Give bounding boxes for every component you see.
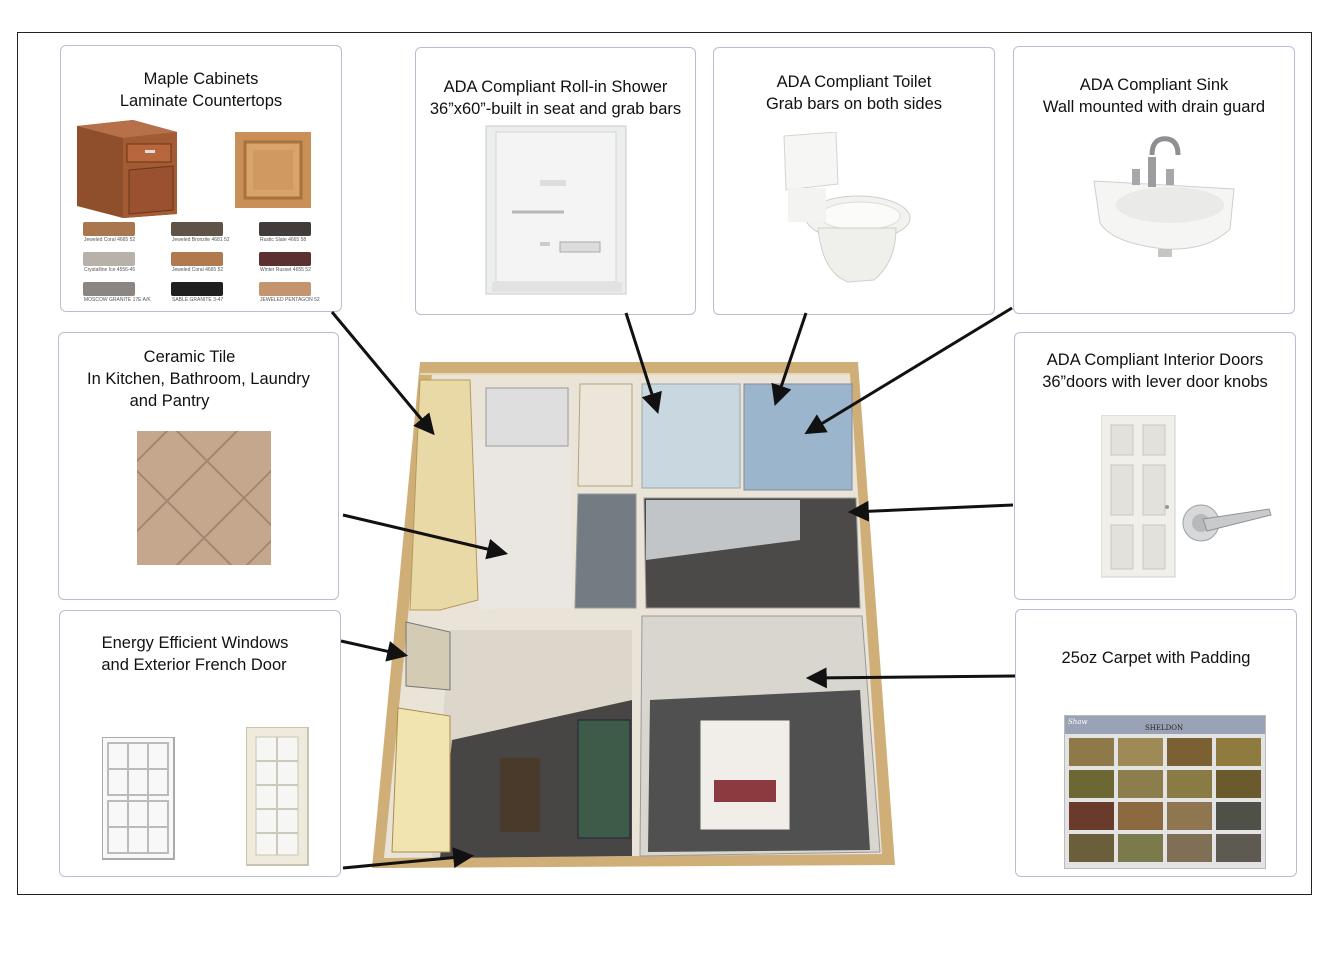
countertop-swatch-label: Jeweled Coral 4665 52 xyxy=(84,237,136,243)
carpet-sample xyxy=(1216,738,1261,766)
double-hung-window-image xyxy=(102,737,175,860)
toilet-title-line2: Grab bars on both sides xyxy=(765,95,943,113)
countertop-swatch xyxy=(83,252,135,266)
carpet-brand-logo: Shaw xyxy=(1068,718,1088,726)
countertop-swatch xyxy=(259,282,311,296)
cabinets-panel: Maple Cabinets Laminate Countertops Jewe… xyxy=(60,45,342,312)
carpet-sample xyxy=(1118,738,1163,766)
interior-door-image xyxy=(1101,415,1176,578)
countertop-swatch xyxy=(83,222,135,236)
kitchen-counter xyxy=(409,379,479,611)
doors-panel: ADA Compliant Interior Doors 36”doors wi… xyxy=(1014,332,1296,600)
toilet-image xyxy=(783,132,911,283)
countertop-swatch-label: Crystalline Ice 4556-45 xyxy=(84,267,136,273)
carpet-sample xyxy=(1118,834,1163,862)
carpet-sample xyxy=(1069,834,1114,862)
windows-title-line2: and Exterior French Door xyxy=(101,656,287,674)
countertop-swatch xyxy=(171,282,223,296)
laundry xyxy=(574,493,637,609)
kitchen-floor xyxy=(455,440,572,610)
carpet-board-header: Shaw SHELDON xyxy=(1065,716,1265,734)
countertop-swatch-label: JEWELED PENTAGON 52 xyxy=(260,297,320,303)
cabinets-title: Maple Cabinets Laminate Countertops xyxy=(61,68,341,112)
carpet-sample xyxy=(1069,802,1114,830)
diagram-frame xyxy=(17,32,1312,895)
tile-title-line1: Ceramic Tile xyxy=(143,348,236,366)
carpet-sample xyxy=(1118,802,1163,830)
countertop-swatch-label: Jeweled Coral 4665 52 xyxy=(172,267,224,273)
pantry xyxy=(577,383,633,487)
cabinet-door-image xyxy=(235,132,311,208)
countertop-swatch xyxy=(171,222,223,236)
shower-panel: ADA Compliant Roll-in Shower 36”x60”-bui… xyxy=(415,47,696,315)
toilet-panel: ADA Compliant Toilet Grab bars on both s… xyxy=(713,47,995,315)
windows-panel: Energy Efficient Windows and Exterior Fr… xyxy=(59,610,341,877)
carpet-title-line1: 25oz Carpet with Padding xyxy=(1061,649,1251,667)
floor-plan-render xyxy=(372,362,895,868)
carpet-sample xyxy=(1167,802,1212,830)
refrigerator xyxy=(485,387,569,447)
sink-title: ADA Compliant Sink Wall mounted with dra… xyxy=(1014,74,1294,118)
doors-title-line2: 36”doors with lever door knobs xyxy=(1042,373,1268,391)
doors-title-line1: ADA Compliant Interior Doors xyxy=(1046,351,1264,369)
sofa xyxy=(577,719,631,839)
toilet-title-line1: ADA Compliant Toilet xyxy=(776,73,932,91)
tile-sample-image xyxy=(137,431,271,565)
lever-handle-image xyxy=(1182,504,1272,542)
countertop-swatch xyxy=(83,282,135,296)
cabinet-image xyxy=(77,120,177,218)
doors-title: ADA Compliant Interior Doors 36”doors wi… xyxy=(1015,349,1295,393)
countertop-swatch xyxy=(171,252,223,266)
carpet-sample xyxy=(1069,770,1114,798)
sink-title-line2: Wall mounted with drain guard xyxy=(1042,98,1266,116)
closet-wall xyxy=(646,500,800,560)
countertop-swatch-label: SABLE GRANITE 3-47 xyxy=(172,297,224,303)
countertop-swatch-label: Jeweled Bronzite 4681 52 xyxy=(172,237,230,243)
sink-panel: ADA Compliant Sink Wall mounted with dra… xyxy=(1013,46,1295,314)
countertop-swatch xyxy=(259,252,311,266)
cabinets-title-line2: Laminate Countertops xyxy=(119,92,283,110)
tile-title: Ceramic Tile In Kitchen, Bathroom, Laund… xyxy=(59,346,338,412)
dresser xyxy=(391,707,451,853)
shower-room xyxy=(641,383,741,489)
carpet-sample xyxy=(1216,834,1261,862)
bed xyxy=(699,719,791,831)
carpet-sample-board: Shaw SHELDON xyxy=(1064,715,1266,869)
sink-title-line1: ADA Compliant Sink xyxy=(1079,76,1229,94)
tile-title-line2: In Kitchen, Bathroom, Laundry xyxy=(87,370,310,388)
coffee-table xyxy=(500,758,540,832)
carpet-sample xyxy=(1069,738,1114,766)
carpet-sample xyxy=(1167,770,1212,798)
shower-title-line2: 36”x60”-built in seat and grab bars xyxy=(429,100,682,118)
french-door-image xyxy=(246,727,309,866)
countertop-swatch-label: MOSCOW GRANITE 17E A/K xyxy=(84,297,151,303)
carpet-brand-label: SHELDON xyxy=(1145,724,1184,732)
carpet-sample xyxy=(1167,738,1212,766)
windows-title: Energy Efficient Windows and Exterior Fr… xyxy=(60,632,340,676)
tile-panel: Ceramic Tile In Kitchen, Bathroom, Laund… xyxy=(58,332,339,600)
window-left xyxy=(405,621,451,691)
carpet-panel: 25oz Carpet with Padding Shaw SHELDON xyxy=(1015,609,1297,877)
carpet-sample xyxy=(1118,770,1163,798)
countertop-swatch-label: Rustic Slate 4665 58 xyxy=(260,237,307,243)
bed-pillows xyxy=(714,780,776,802)
tile-title-line3: and Pantry xyxy=(129,392,210,410)
countertop-swatch xyxy=(259,222,311,236)
shower-title: ADA Compliant Roll-in Shower 36”x60”-bui… xyxy=(416,76,695,120)
sink-image xyxy=(1093,136,1235,257)
carpet-title: 25oz Carpet with Padding xyxy=(1016,647,1296,669)
windows-title-line1: Energy Efficient Windows xyxy=(101,634,289,652)
shower-title-line1: ADA Compliant Roll-in Shower xyxy=(443,78,668,96)
carpet-sample xyxy=(1167,834,1212,862)
toilet-title: ADA Compliant Toilet Grab bars on both s… xyxy=(714,71,994,115)
bathroom xyxy=(743,383,853,491)
cabinets-title-line1: Maple Cabinets xyxy=(143,70,259,88)
carpet-sample xyxy=(1216,770,1261,798)
carpet-sample xyxy=(1216,802,1261,830)
shower-image xyxy=(485,125,627,295)
countertop-swatch-label: Winter Russet 4655 52 xyxy=(260,267,311,273)
